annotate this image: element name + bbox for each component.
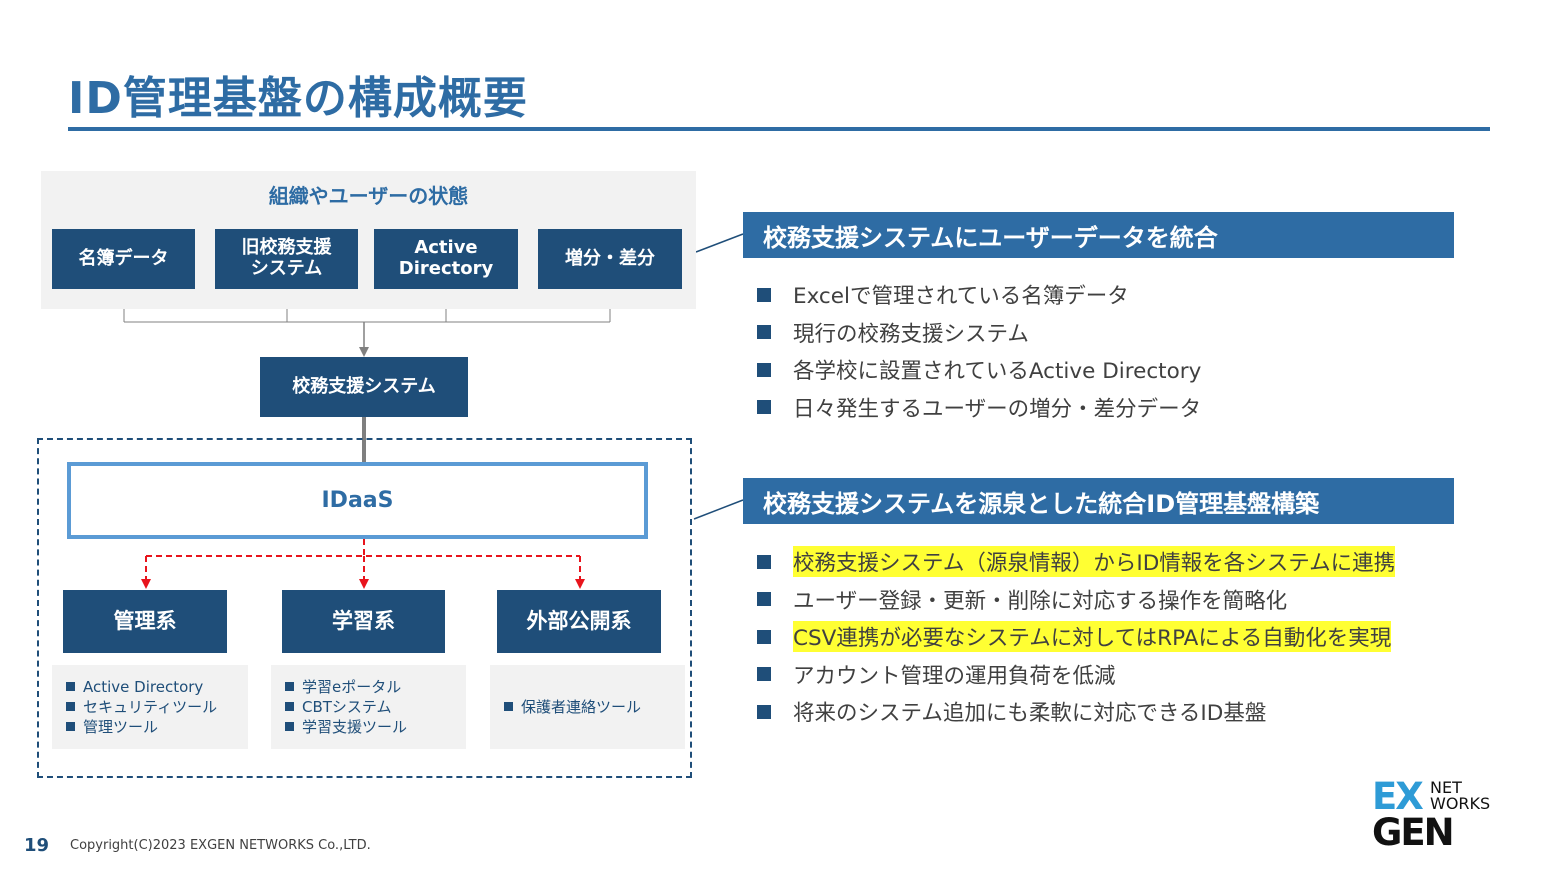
bullet-square-icon	[504, 702, 513, 711]
source-label: 増分・差分	[565, 247, 655, 269]
category-public-list: 保護者連絡ツール	[490, 665, 685, 749]
bullet-square-icon	[757, 667, 771, 682]
category-learning: 学習系	[282, 590, 445, 653]
bullet-square-icon	[66, 702, 75, 711]
list-item: 管理ツール	[66, 717, 248, 737]
source-label-line2: システム	[250, 258, 323, 279]
list-item: ユーザー登録・更新・削除に対応する操作を簡略化	[757, 581, 1395, 619]
bullet-square-icon	[757, 629, 771, 644]
source-label: 名簿データ	[78, 247, 169, 269]
source-label-line2: Directory	[398, 258, 494, 279]
source-box-legacy-system: 旧校務支援 システム	[215, 229, 358, 289]
list-item: CBTシステム	[285, 697, 466, 717]
section-bullets-integration: Excelで管理されている名簿データ 現行の校務支援システム 各学校に設置されて…	[757, 276, 1201, 426]
category-public: 外部公開系	[497, 590, 661, 653]
callout-line-2	[693, 499, 744, 520]
copyright-text: Copyright(C)2023 EXGEN NETWORKS Co.,LTD.	[70, 838, 371, 853]
list-item: アカウント管理の運用負荷を低減	[757, 656, 1395, 694]
section-header-integration: 校務支援システムにユーザーデータを統合	[743, 212, 1454, 258]
logo-ex-text: EX	[1372, 775, 1424, 818]
list-item: 将来のシステム追加にも柔軟に対応できるID基盤	[757, 693, 1395, 731]
list-item: 学習支援ツール	[285, 717, 466, 737]
list-item: 学習eポータル	[285, 677, 466, 697]
source-box-active-directory: Active Directory	[374, 229, 518, 289]
list-item: CSV連携が必要なシステムに対してはRPAによる自動化を実現	[757, 618, 1395, 656]
idaas-scope-frame	[37, 438, 692, 778]
bullet-square-icon	[757, 554, 771, 569]
logo-works: WORKS	[1430, 794, 1491, 813]
source-label-line1: 旧校務支援	[241, 237, 332, 259]
list-item: 校務支援システム（源泉情報）からID情報を各システムに連携	[757, 543, 1396, 581]
callout-line-1	[695, 233, 744, 253]
list-item: Active Directory	[66, 677, 248, 697]
list-item: 保護者連絡ツール	[504, 697, 685, 717]
hub-box: 校務支援システム	[260, 357, 468, 417]
bullet-square-icon	[757, 704, 771, 719]
state-panel-title: 組織やユーザーの状態	[268, 184, 469, 208]
list-item: 現行の校務支援システム	[757, 314, 1201, 352]
highlighted-text: CSV連携が必要なシステムに対してはRPAによる自動化を実現	[793, 621, 1392, 653]
section-header-id-platform: 校務支援システムを源泉とした統合ID管理基盤構築	[743, 478, 1454, 524]
bullet-square-icon	[757, 400, 771, 415]
list-item: Excelで管理されている名簿データ	[757, 276, 1201, 314]
title-underline	[68, 127, 1490, 131]
distribution-arrows	[141, 519, 585, 589]
category-management-list: Active Directory セキュリティツール 管理ツール	[52, 665, 248, 749]
page-number: 19	[24, 835, 50, 856]
category-learning-list: 学習eポータル CBTシステム 学習支援ツール	[271, 665, 466, 749]
list-item: 各学校に設置されているActive Directory	[757, 351, 1201, 389]
highlighted-text: 校務支援システム（源泉情報）からID情報を各システムに連携	[793, 546, 1396, 578]
section-bullets-id-platform: 校務支援システム（源泉情報）からID情報を各システムに連携 ユーザー登録・更新・…	[757, 543, 1396, 731]
bullet-square-icon	[757, 325, 771, 340]
bullet-square-icon	[285, 722, 294, 731]
bullet-square-icon	[66, 682, 75, 691]
bullet-square-icon	[285, 682, 294, 691]
source-label-line1: Active	[414, 237, 478, 259]
bullet-square-icon	[66, 722, 75, 731]
exgen-networks-logo: EX NET WORKS GEN	[1372, 775, 1504, 854]
list-item: 日々発生するユーザーの増分・差分データ	[757, 389, 1201, 427]
bullet-square-icon	[757, 287, 771, 302]
logo-gen: GEN	[1372, 811, 1455, 854]
slide-title: ID管理基盤の構成概要	[68, 73, 528, 124]
idaas-box: IDaaS	[67, 462, 648, 539]
logo-ex: EX	[1372, 775, 1424, 818]
list-item: セキュリティツール	[66, 697, 248, 717]
logo-net: NET	[1430, 778, 1462, 797]
source-box-delta: 増分・差分	[538, 229, 682, 289]
bullet-square-icon	[757, 362, 771, 377]
bullet-square-icon	[285, 702, 294, 711]
category-management: 管理系	[63, 590, 227, 653]
bullet-square-icon	[757, 592, 771, 607]
source-box-roster: 名簿データ	[52, 229, 195, 289]
